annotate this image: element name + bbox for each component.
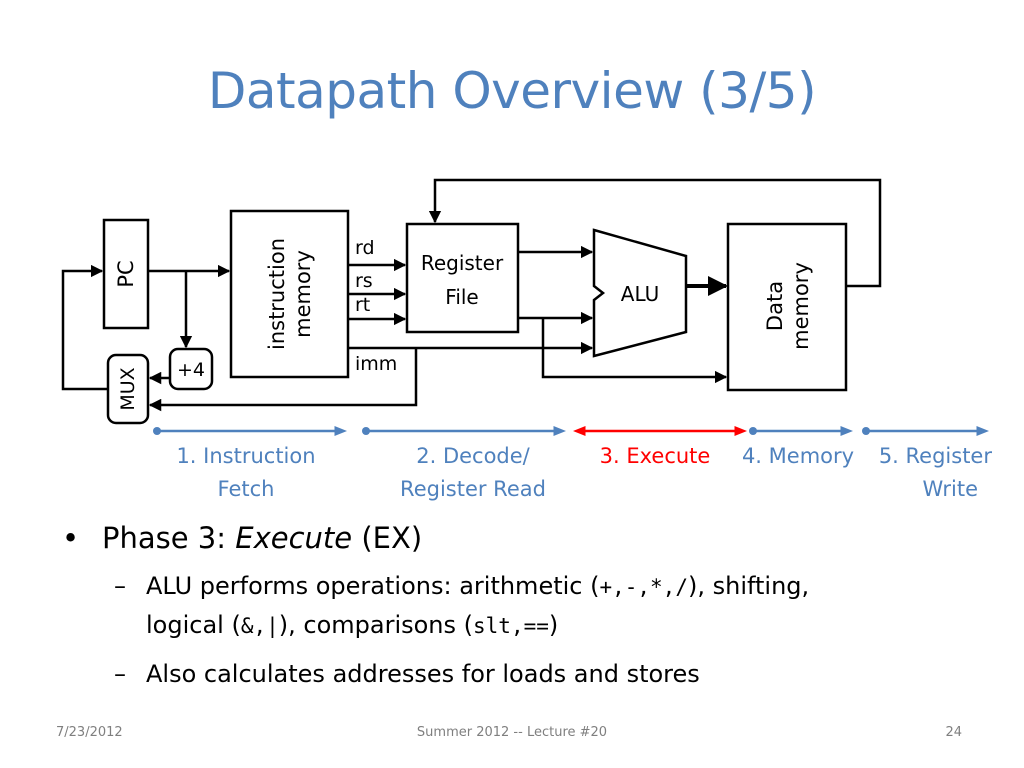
phase-label-decode: 2. Decode/ Register Read: [400, 444, 546, 501]
field-imm-label: imm: [355, 353, 397, 375]
field-rd-label: rd: [355, 237, 375, 259]
slide-title: Datapath Overview (3/5): [207, 62, 817, 120]
footer-page-number: 24: [945, 725, 962, 740]
imem-label-line1: instruction: [265, 238, 289, 350]
pc-block: PC: [102, 218, 150, 330]
footer-date: 7/23/2012: [56, 725, 123, 740]
dmem-label-line2: memory: [789, 262, 813, 350]
phase-label-writeback: 5. Register Write: [878, 444, 992, 501]
subbullet-addresses: – Also calculates addresses for loads an…: [114, 655, 962, 693]
imem-label-line2: memory: [291, 250, 315, 338]
alu-label: ALU: [621, 282, 659, 306]
phase-label-fetch: 1. Instruction Fetch: [176, 444, 316, 501]
dmem-label-line1: Data: [763, 281, 787, 331]
plus4-block: +4: [168, 347, 214, 391]
bullet-dash: –: [114, 572, 126, 600]
regfile-label-line2: File: [445, 285, 478, 309]
register-file-block: Register File: [405, 222, 520, 334]
data-memory-block: Data memory: [726, 222, 848, 392]
bullet-dot: •: [62, 521, 80, 555]
field-rt-label: rt: [355, 294, 370, 316]
bullet-dash: –: [114, 660, 126, 688]
alu-block: ALU: [592, 228, 688, 358]
instruction-memory-block: instruction memory: [229, 209, 350, 379]
regfile-label-line1: Register: [421, 251, 504, 275]
datapath-diagram: PC MUX +4 instruction memory Register Fi…: [61, 178, 989, 436]
phase-label-execute: 3. Execute: [599, 444, 711, 468]
mux-label: MUX: [117, 367, 139, 410]
footer-course: Summer 2012 -- Lecture #20: [416, 725, 608, 740]
subbullet-alu-operations: – ALU performs operations: arithmetic (+…: [114, 567, 962, 645]
bullet-list: • Phase 3: Execute (EX) – ALU performs o…: [62, 521, 962, 693]
field-rs-label: rs: [355, 270, 373, 292]
bullet-phase3: • Phase 3: Execute (EX): [62, 521, 423, 555]
mux-block: MUX: [106, 353, 150, 425]
plus4-label: +4: [177, 359, 205, 381]
datapath-wires: [61, 178, 882, 412]
phase-label-memory: 4. Memory: [741, 444, 855, 468]
pc-label: PC: [114, 260, 138, 287]
